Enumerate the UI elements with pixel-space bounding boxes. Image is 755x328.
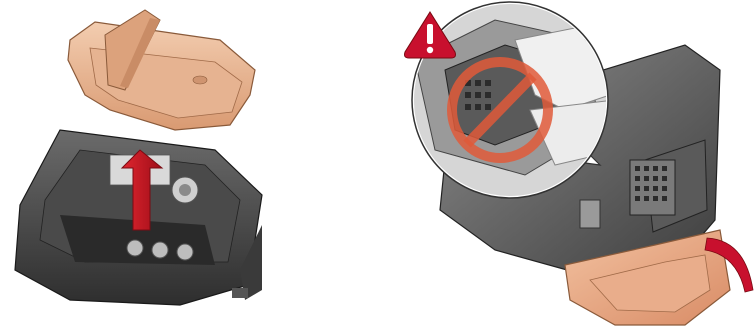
left-illustration	[0, 0, 290, 328]
printhead-removal-graphic	[0, 0, 290, 328]
right-illustration	[385, 0, 755, 328]
printhead-contacts-icon	[630, 160, 675, 215]
contacts-warning-graphic	[385, 0, 755, 328]
printhead-cover-icon	[68, 10, 255, 130]
